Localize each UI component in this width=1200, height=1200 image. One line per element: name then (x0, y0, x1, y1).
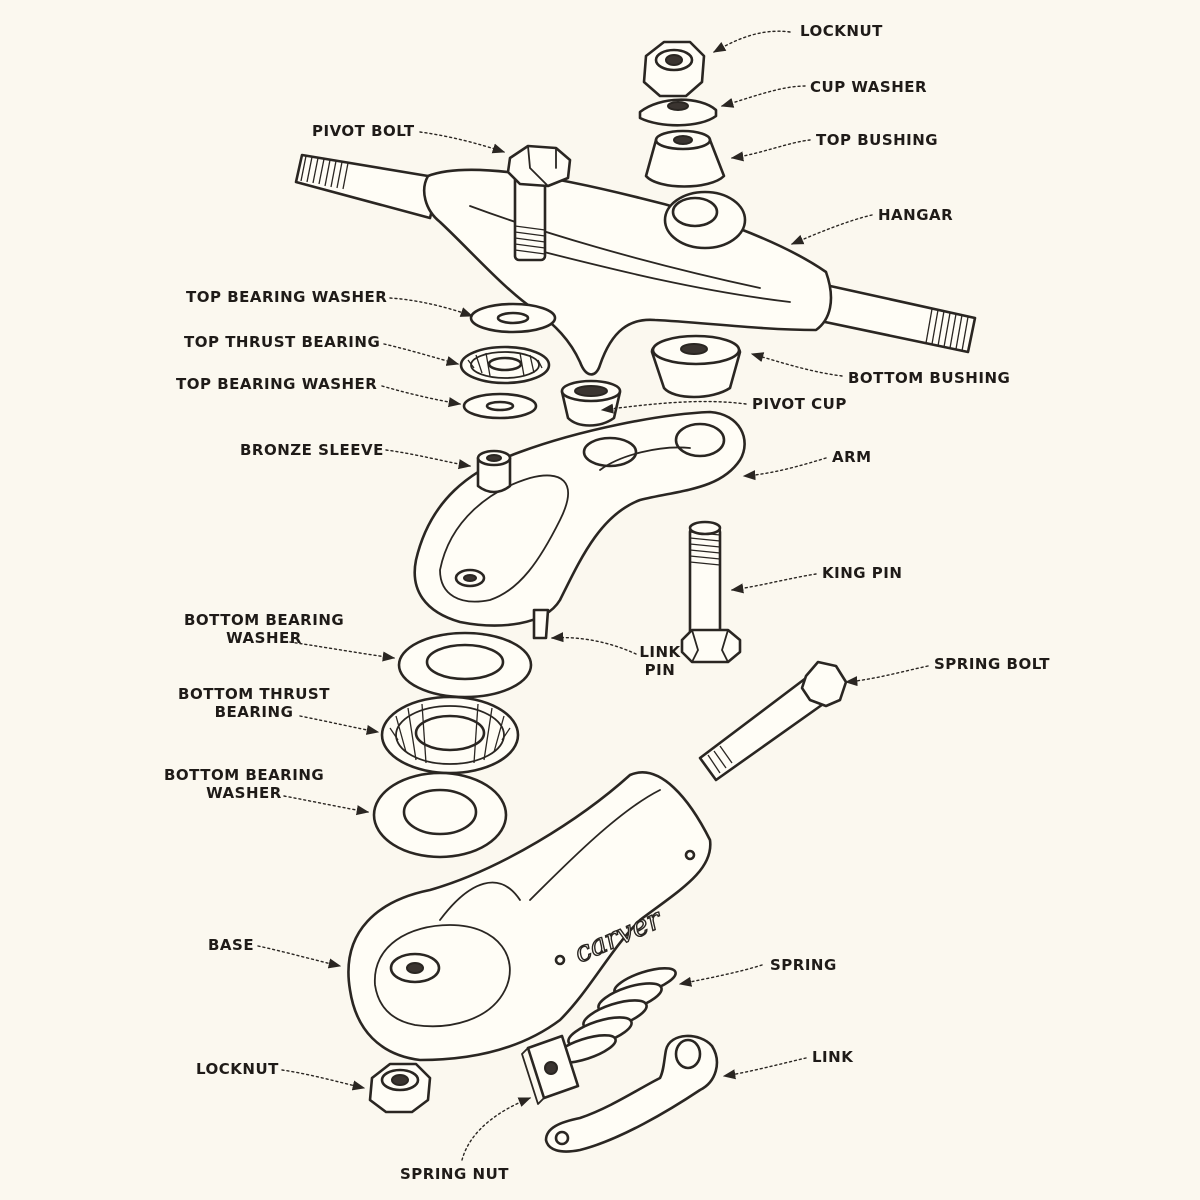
leader-spring-bolt (844, 665, 929, 687)
label-spring: SPRING (770, 956, 837, 974)
label-bronze-sleeve: BRONZE SLEEVE (240, 441, 384, 459)
leader-top-bearing-washer-2 (381, 385, 462, 408)
pivot-bolt-part (506, 144, 572, 262)
leader-spring (678, 964, 763, 987)
leader-link-pin (550, 632, 637, 655)
label-spring-bolt: SPRING BOLT (934, 655, 1051, 673)
leader-top-bearing-washer-1 (389, 297, 474, 317)
bottom-bearing-washer-1-part (397, 631, 533, 699)
spring-nut-part (521, 1034, 580, 1105)
label-locknut-bottom: LOCKNUT (196, 1060, 279, 1078)
label-link: LINK (812, 1048, 854, 1066)
label-bottom-thrust-bearing: BOTTOM THRUST BEARING (178, 685, 330, 721)
label-locknut-top: LOCKNUT (800, 22, 883, 40)
locknut-top-part (642, 40, 706, 98)
leader-cup-washer (720, 85, 806, 108)
label-bottom-bushing: BOTTOM BUSHING (848, 369, 1011, 387)
label-top-bearing-washer-2: TOP BEARING WASHER (176, 375, 378, 393)
pivot-cup-part (560, 379, 622, 427)
cup-washer-part (638, 98, 718, 127)
label-top-bearing-washer-1: TOP BEARING WASHER (186, 288, 388, 306)
king-pin-part (680, 520, 742, 664)
leader-bottom-bushing (750, 352, 843, 377)
leader-spring-nut (461, 1097, 532, 1161)
label-top-bushing: TOP BUSHING (816, 131, 939, 149)
top-thrust-bearing-part (459, 345, 551, 385)
leader-king-pin (730, 573, 817, 594)
bottom-bearing-washer-2-part (372, 771, 508, 859)
spring-part (553, 966, 677, 1065)
arm-part (413, 410, 746, 640)
label-cup-washer: CUP WASHER (810, 78, 928, 96)
label-link-pin: LINK PIN (639, 643, 681, 679)
label-bottom-bearing-washer-2: BOTTOM BEARING WASHER (164, 766, 325, 802)
label-king-pin: KING PIN (822, 564, 903, 582)
leader-locknut-top (712, 30, 791, 53)
label-base: BASE (208, 936, 255, 954)
bottom-thrust-bearing-part (380, 695, 520, 775)
leader-top-bushing (730, 139, 811, 162)
hangar-part (294, 153, 977, 376)
leader-pivot-cup (600, 400, 747, 414)
leader-locknut-bottom (281, 1069, 366, 1091)
label-spring-nut: SPRING NUT (400, 1165, 509, 1183)
top-bushing-part (644, 129, 726, 188)
leader-top-thrust-bearing (383, 343, 460, 366)
leader-bronze-sleeve (385, 449, 472, 470)
base-part: carver (347, 771, 712, 1062)
top-bearing-washer-2-part (462, 392, 538, 420)
locknut-bottom-part (368, 1062, 432, 1114)
leader-hangar (790, 214, 873, 245)
leader-bottom-bearing-washer-1 (289, 641, 396, 662)
spring-bolt-part (698, 660, 848, 782)
top-bearing-washer-1-part (469, 302, 557, 334)
leader-lines (257, 30, 929, 1161)
label-pivot-cup: PIVOT CUP (752, 395, 847, 413)
label-top-thrust-bearing: TOP THRUST BEARING (184, 333, 381, 351)
leader-pivot-bolt (419, 131, 506, 154)
leader-bottom-bearing-washer-2 (283, 795, 370, 816)
leader-link (722, 1057, 807, 1080)
label-pivot-bolt: PIVOT BOLT (312, 122, 415, 140)
bottom-bushing-part (650, 334, 742, 399)
leader-arm (742, 457, 827, 481)
label-arm: ARM (832, 448, 872, 466)
leader-base (257, 945, 342, 969)
label-hangar: HANGAR (878, 206, 954, 224)
label-bottom-bearing-washer-1: BOTTOM BEARING WASHER (184, 611, 345, 647)
link-part (544, 1034, 719, 1153)
